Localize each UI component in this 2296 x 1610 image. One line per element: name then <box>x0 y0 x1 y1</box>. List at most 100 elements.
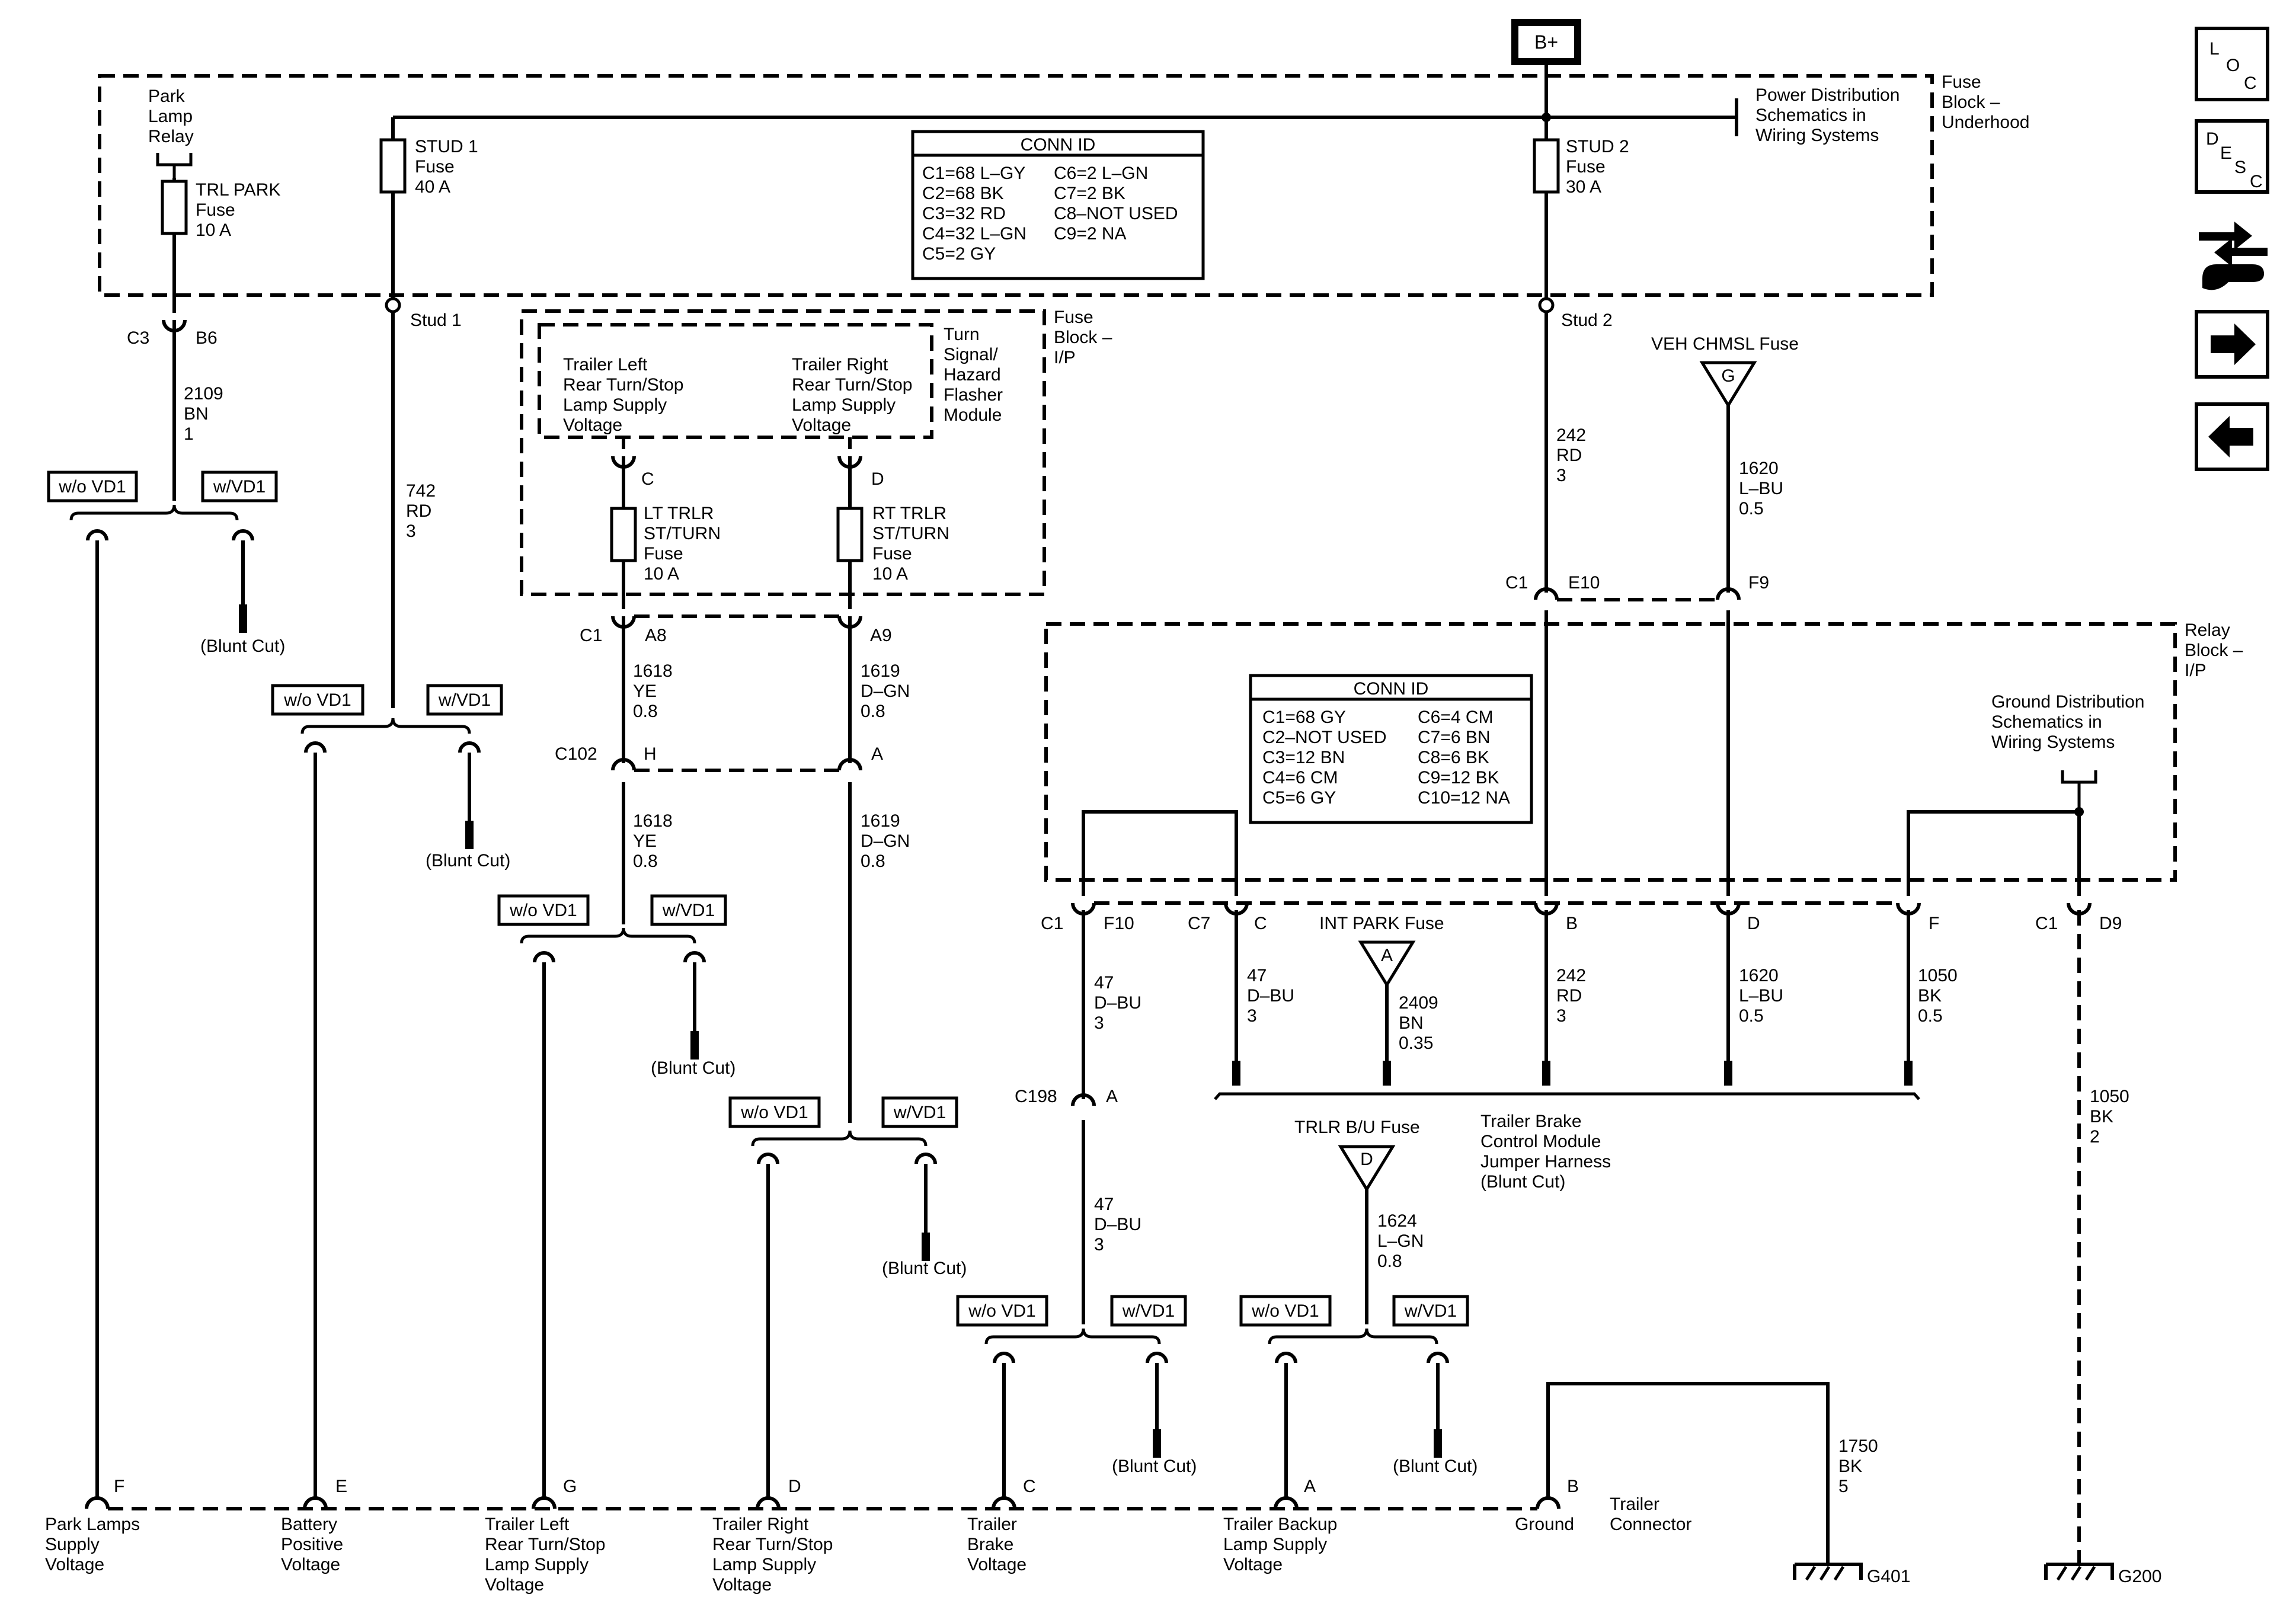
conn-id-relay-left: C1=68 GY C2–NOT USED C3=12 BN C4=6 CM C5… <box>1262 708 1387 808</box>
svg-text:1620: 1620 <box>1739 966 1779 985</box>
connector-c1-e10 <box>1534 587 1559 600</box>
svg-text:47: 47 <box>1094 1195 1114 1214</box>
connector-c198 <box>1071 1093 1096 1106</box>
trlr-bu-fuse-letter: D <box>1360 1150 1373 1169</box>
diagnostic-wrench-icon[interactable] <box>2199 222 2268 290</box>
conn-id-relay-right: C6=4 CM C7=6 BN C8=6 BK C9=12 BK C10=12 … <box>1418 708 1510 808</box>
veh-chmsl-fuse-label: VEH CHMSL Fuse <box>1651 334 1799 354</box>
svg-text:0.8: 0.8 <box>1377 1251 1402 1271</box>
svg-text:A: A <box>1304 1477 1316 1496</box>
svg-text:Wiring Systems: Wiring Systems <box>1755 126 1879 145</box>
svg-text:Lamp Supply: Lamp Supply <box>712 1555 816 1574</box>
svg-text:Jumper Harness: Jumper Harness <box>1480 1152 1611 1172</box>
next-button[interactable] <box>2195 310 2269 379</box>
svg-text:C: C <box>1023 1477 1036 1496</box>
int-park-fuse-symbol <box>1358 940 1416 988</box>
wire-1618b-label: 1618 YE 0.8 <box>633 811 673 871</box>
svg-text:3: 3 <box>1556 1006 1566 1026</box>
svg-text:Voltage: Voltage <box>712 1575 772 1595</box>
svg-text:Voltage: Voltage <box>967 1555 1027 1574</box>
conn-d9: D9 <box>2099 914 2122 933</box>
svg-text:w/VD1: w/VD1 <box>1122 1301 1175 1321</box>
svg-text:Block –: Block – <box>2185 641 2243 660</box>
svg-text:B: B <box>1567 1477 1579 1496</box>
svg-text:w/VD1: w/VD1 <box>1404 1301 1457 1321</box>
svg-text:242: 242 <box>1556 966 1586 985</box>
blunt-cut-left-turn-label: (Blunt Cut) <box>651 1058 736 1078</box>
svg-text:0.5: 0.5 <box>1739 499 1764 518</box>
conn-c1-relay: C1 <box>1505 573 1528 593</box>
svg-text:742: 742 <box>406 481 436 501</box>
svg-text:10 A: 10 A <box>196 220 231 240</box>
conn-b: B <box>1566 914 1578 933</box>
previous-button[interactable] <box>2195 402 2269 471</box>
svg-text:BN: BN <box>1399 1013 1424 1033</box>
svg-text:Fuse: Fuse <box>1054 308 1093 327</box>
svg-text:Wiring Systems: Wiring Systems <box>1991 732 2115 752</box>
svg-text:C1=68 GY: C1=68 GY <box>1262 708 1346 727</box>
stud1-label: Stud 1 <box>410 311 462 330</box>
blunt-cut-park <box>239 604 247 633</box>
conn-c102: C102 <box>555 744 597 764</box>
svg-text:C2=68 BK: C2=68 BK <box>922 184 1004 203</box>
wire-1620a-label: 1620 L–BU 0.5 <box>1739 459 1783 518</box>
svg-text:2109: 2109 <box>184 384 223 404</box>
power-distribution-reference: Power Distribution Schematics in Wiring … <box>1755 85 1900 145</box>
lt-trlr-fuse <box>610 507 637 562</box>
svg-text:Fuse: Fuse <box>415 157 455 177</box>
svg-text:1624: 1624 <box>1377 1211 1417 1231</box>
svg-text:C9=12 BK: C9=12 BK <box>1418 768 1499 788</box>
svg-text:Fuse: Fuse <box>644 544 683 564</box>
wire-242a-label: 242 RD 3 <box>1556 425 1586 485</box>
svg-text:D–GN: D–GN <box>861 681 910 701</box>
connector-c102-h <box>611 758 636 771</box>
wire-2409-label: 2409 BN 0.35 <box>1399 993 1438 1053</box>
location-button[interactable]: L O C <box>2195 27 2269 101</box>
conn-c7: C7 <box>1188 914 1210 933</box>
svg-text:47: 47 <box>1094 973 1114 993</box>
svg-text:C8=6 BK: C8=6 BK <box>1418 748 1489 767</box>
arrow-left-icon <box>2208 416 2253 457</box>
svg-text:Voltage: Voltage <box>563 415 622 435</box>
wire-47b-label: 47 D–BU 3 <box>1247 966 1294 1026</box>
svg-text:w/VD1: w/VD1 <box>893 1103 946 1122</box>
conn-c198-a: A <box>1106 1087 1118 1106</box>
svg-text:1050: 1050 <box>1918 966 1958 985</box>
battery-positive-label: B+ <box>1534 31 1558 53</box>
underhood-block-label: Fuse Block – Underhood <box>1942 72 2029 132</box>
svg-text:C6=4 CM: C6=4 CM <box>1418 708 1494 727</box>
svg-text:Trailer Right: Trailer Right <box>712 1515 809 1534</box>
svg-text:Trailer Brake: Trailer Brake <box>1480 1112 1582 1131</box>
svg-text:C: C <box>2244 73 2257 93</box>
svg-text:Fuse: Fuse <box>1566 157 1606 177</box>
svg-text:0.8: 0.8 <box>861 702 885 721</box>
svg-text:1618: 1618 <box>633 661 673 681</box>
svg-text:I/P: I/P <box>2185 661 2207 680</box>
description-button[interactable]: D E S C <box>2195 119 2269 194</box>
trl-park-fuse <box>161 180 188 235</box>
conn-a8: A8 <box>645 626 667 645</box>
svg-text:ST/TURN: ST/TURN <box>872 524 949 543</box>
park-lamp-relay: Park Lamp Relay <box>148 87 194 178</box>
conn-flasher-c: C <box>641 469 654 489</box>
svg-text:Lamp Supply: Lamp Supply <box>485 1555 589 1574</box>
conn-e10: E10 <box>1568 573 1600 593</box>
svg-text:Lamp Supply: Lamp Supply <box>792 395 896 415</box>
blunt-cut-backup-label: (Blunt Cut) <box>1393 1457 1478 1476</box>
conn-c7-c: C <box>1254 914 1267 933</box>
wire-1619a-label: 1619 D–GN 0.8 <box>861 661 910 721</box>
svg-text:C: C <box>2250 172 2263 191</box>
jumper-harness-bracket <box>1214 1092 1920 1100</box>
svg-text:5: 5 <box>1838 1477 1849 1496</box>
svg-text:S: S <box>2234 158 2246 177</box>
trailer-connector-label: Trailer Connector <box>1610 1494 1691 1534</box>
relay-block-label: Relay Block – I/P <box>2185 620 2243 680</box>
wire-47a-label: 47 D–BU 3 <box>1094 973 1141 1033</box>
wire-1050a-label: 1050 BK 0.5 <box>1918 966 1958 1026</box>
flasher-output-left: Trailer Left Rear Turn/Stop Lamp Supply … <box>563 355 683 435</box>
conn-a9: A9 <box>870 626 892 645</box>
svg-text:1050: 1050 <box>2090 1087 2129 1106</box>
svg-text:BK: BK <box>1918 986 1942 1006</box>
svg-text:Park Lamps: Park Lamps <box>45 1515 140 1534</box>
underhood-fuse-block <box>98 74 1934 297</box>
